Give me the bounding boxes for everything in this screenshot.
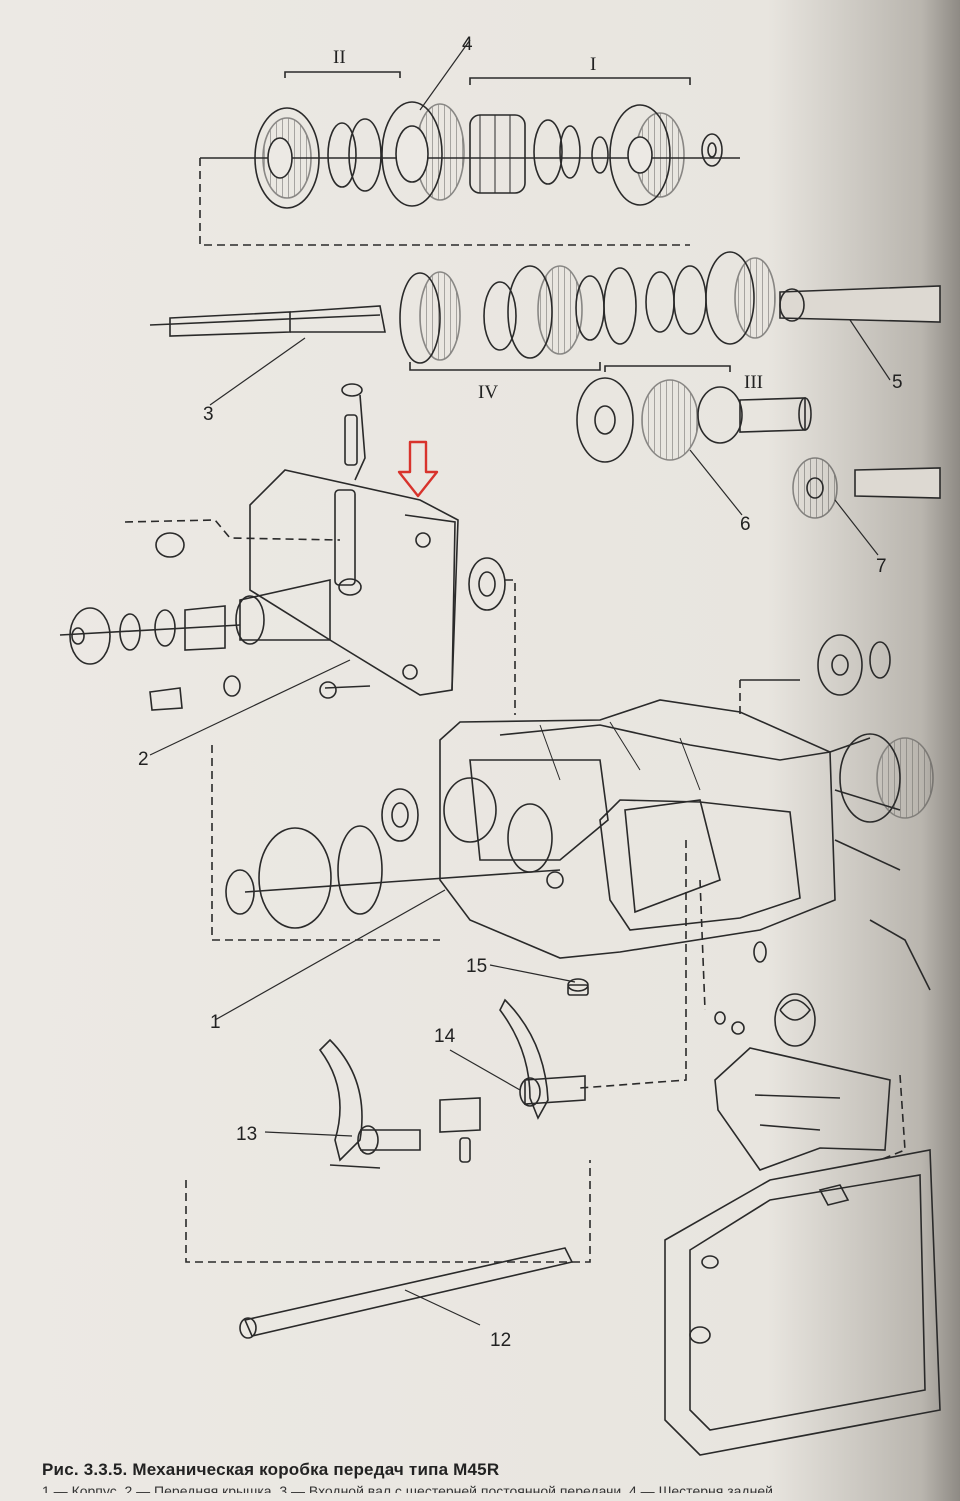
shift-forks-assembly xyxy=(185,840,687,1339)
callout-12: 12 xyxy=(490,1330,511,1351)
gearbox-housing xyxy=(211,634,934,991)
callout-1: 1 xyxy=(210,1012,221,1033)
callout-2: 2 xyxy=(138,749,149,770)
caption-title: Рис. 3.3.5. Механическая коробка передач… xyxy=(42,1460,500,1479)
callout-14: 14 xyxy=(434,1026,456,1047)
caption-legend: 1 — Корпус, 2 — Передняя крышка, 3 — Вхо… xyxy=(42,1483,785,1493)
group-label-2: II xyxy=(333,47,346,68)
selector-and-cover xyxy=(664,879,941,1456)
callout-6: 6 xyxy=(740,514,751,535)
group-label-3: III xyxy=(744,372,763,393)
callout-13: 13 xyxy=(236,1124,257,1145)
callout-7: 7 xyxy=(876,556,887,577)
callout-4: 4 xyxy=(462,34,473,55)
callout-3: 3 xyxy=(203,404,214,425)
front-cover-assembly xyxy=(59,383,516,715)
group-label-1: I xyxy=(590,54,596,75)
down-arrow-icon xyxy=(397,440,439,498)
callout-15: 15 xyxy=(466,956,487,977)
top-gear-cluster xyxy=(199,71,740,246)
group-label-4: IV xyxy=(478,382,498,403)
callout-5: 5 xyxy=(892,372,903,393)
figure-caption: Рис. 3.3.5. Механическая коробка передач… xyxy=(42,1460,922,1493)
countershaft-assembly xyxy=(576,377,941,519)
main-shaft-assembly xyxy=(149,251,941,372)
